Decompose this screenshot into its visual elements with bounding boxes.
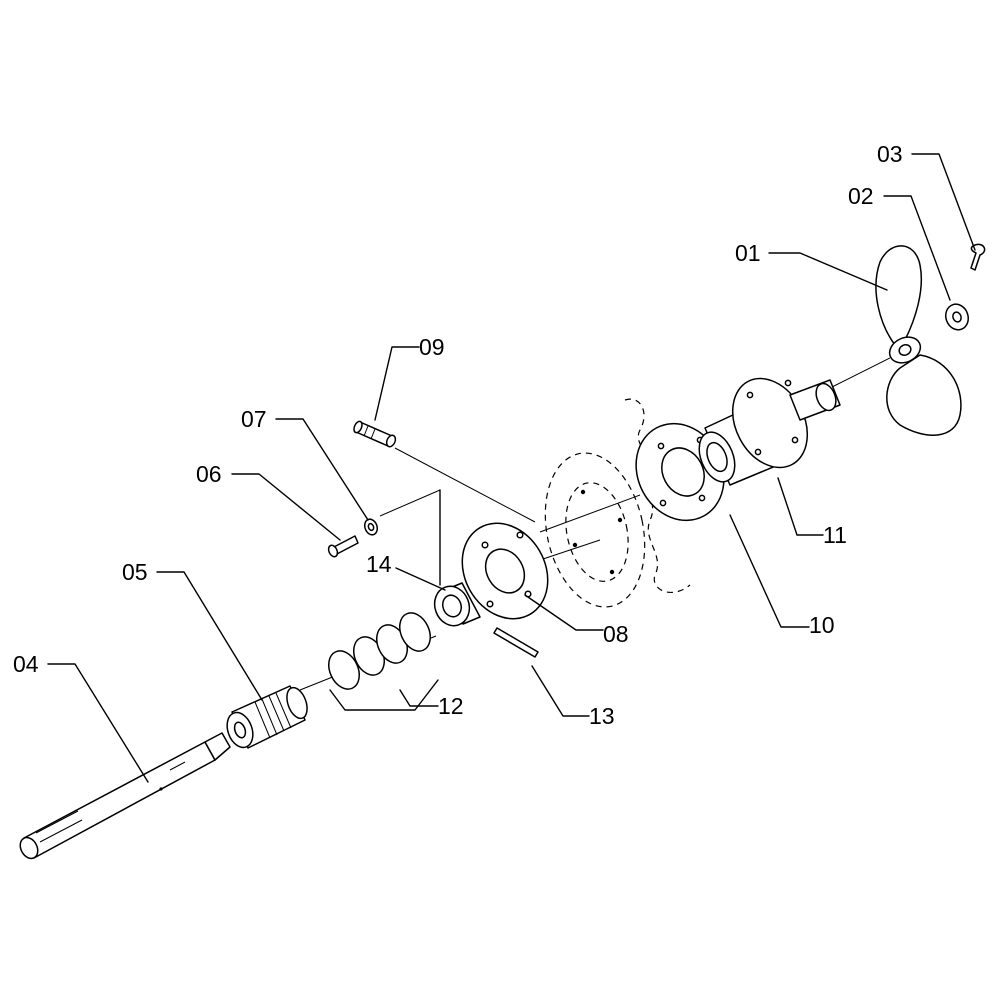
- part-07-washer: [363, 518, 379, 536]
- callout-07: 07: [241, 406, 267, 432]
- part-03-split-pin: [970, 243, 986, 271]
- callout-labels: 01 02 03 04 05 06 07 08 09 10 11 12 13 1…: [13, 141, 903, 729]
- callout-01: 01: [735, 240, 761, 266]
- callout-04: 04: [13, 651, 39, 677]
- part-04-shaft: [19, 732, 231, 860]
- part-13-pin: [493, 627, 539, 658]
- part-06-bolt: [327, 535, 359, 558]
- part-14-collar: [433, 582, 481, 627]
- part-09-grease-nipple: [353, 420, 397, 448]
- part-02-washer: [944, 303, 970, 331]
- callout-14: 14: [366, 551, 392, 577]
- callout-09: 09: [419, 334, 445, 360]
- callout-11: 11: [823, 522, 847, 548]
- part-08-flange-plate: [461, 522, 549, 620]
- part-12-springs: [328, 612, 431, 690]
- callout-05: 05: [122, 559, 148, 585]
- callout-13: 13: [589, 703, 615, 729]
- callout-02: 02: [848, 183, 874, 209]
- leader-lines: [47, 153, 976, 783]
- part-11-stern-tube: [698, 377, 841, 486]
- callout-03: 03: [877, 141, 903, 167]
- callout-08: 08: [603, 621, 629, 647]
- callout-12: 12: [438, 693, 464, 719]
- callout-10: 10: [809, 612, 835, 638]
- part-01-propeller: [875, 245, 962, 436]
- callout-06: 06: [196, 461, 222, 487]
- part-05-coupling: [226, 685, 308, 749]
